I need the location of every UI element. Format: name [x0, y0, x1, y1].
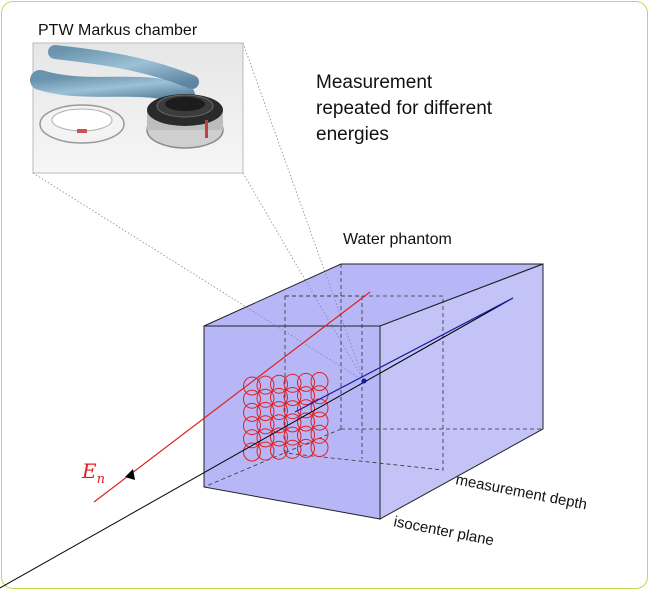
measurement-ring [270, 387, 288, 407]
measurement-ring [243, 389, 261, 409]
measurement-ring [256, 415, 275, 435]
beam-arrowhead [125, 469, 135, 480]
measurement-ring [283, 400, 302, 420]
measurement-ring [256, 388, 275, 408]
measurement-note-line3: energies [316, 124, 389, 145]
measurement-grid [243, 372, 329, 462]
measurement-ring [310, 438, 329, 457]
measurement-ring [243, 416, 261, 436]
measurement-ring [256, 428, 275, 448]
measurement-note-line1: Measurement [316, 72, 433, 93]
measurement-ring [256, 375, 275, 395]
measurement-ring [270, 414, 288, 434]
measurement-ring [243, 429, 261, 449]
chamber-point [361, 378, 367, 384]
measurement-ring [243, 376, 261, 396]
measurement-ring [283, 373, 302, 393]
energy-symbol: E [81, 459, 97, 483]
measurement-ring [283, 439, 302, 459]
measurement-depth-label: measurement depth [454, 471, 588, 513]
measurement-ring [283, 387, 302, 406]
isocenter-plane-label: isocenter plane [392, 513, 495, 549]
isocenter-ray [0, 297, 514, 589]
measurement-ring [297, 412, 315, 432]
markus-chamber-photo [30, 42, 244, 174]
measurement-ring [270, 440, 288, 460]
central-axis [294, 297, 514, 413]
measurement-ring [297, 438, 315, 458]
energy-subscript: n [97, 472, 105, 487]
measurement-ring [270, 401, 288, 421]
measurement-ring [297, 386, 315, 406]
measurement-ring [310, 411, 329, 431]
measurement-ring [297, 425, 315, 445]
beam-lines [0, 291, 514, 589]
photo-caption: PTW Markus chamber [38, 22, 198, 39]
measurement-ring [310, 424, 329, 444]
measurement-ring [256, 441, 275, 461]
measurement-ring [270, 427, 288, 447]
energy-beam [93, 291, 371, 503]
measurement-ring [256, 402, 275, 421]
measurement-ring [297, 372, 315, 392]
phantom-label: Water phantom [343, 231, 452, 248]
energy-label: En [81, 459, 105, 487]
measurement-ring [243, 442, 261, 462]
measurement-note-line2: repeated for different [316, 98, 493, 119]
measurement-ring [283, 426, 302, 446]
measurement-ring [297, 399, 315, 419]
measurement-ring [243, 402, 261, 422]
measurement-ring [310, 372, 329, 391]
measurement-ring [270, 374, 288, 394]
measurement-ring [283, 413, 302, 433]
